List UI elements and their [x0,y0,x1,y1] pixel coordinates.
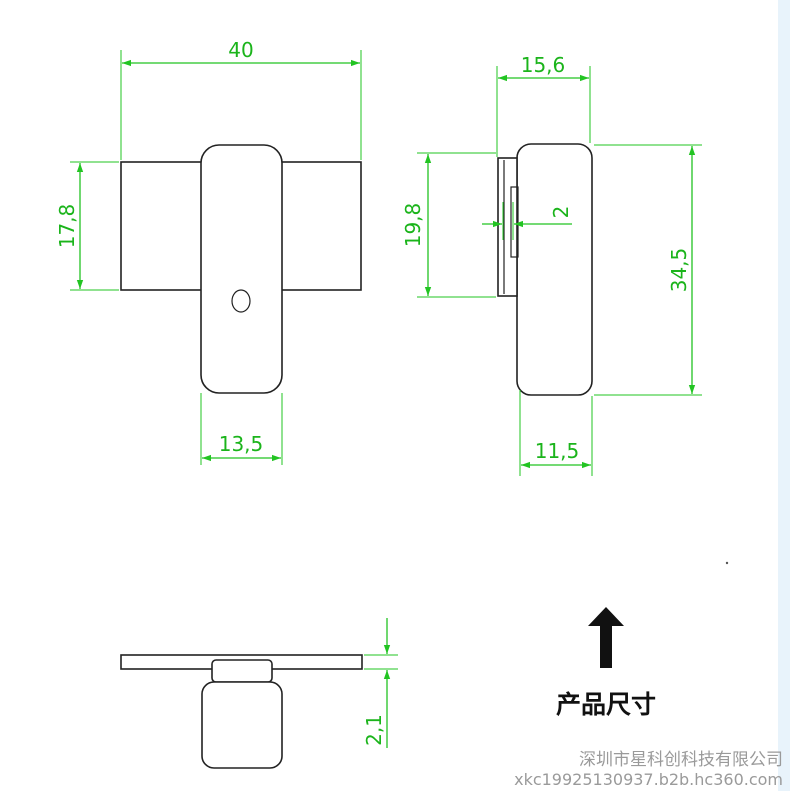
dim-side-total-height: 34,5 [667,248,691,293]
bottom-body [201,681,283,769]
watermark-company: 深圳市星科创科技有限公司 [579,750,783,770]
front-hole [231,289,251,313]
dim-side-flange-height: 19,8 [401,203,425,248]
front-view: 40 17,8 13,5 [55,38,362,465]
dim-stem-width: 13,5 [219,432,264,456]
caption-arrow [588,607,624,668]
dim-top-width: 40 [228,38,253,62]
side-body [516,143,593,396]
side-flange [497,157,518,297]
dim-side-body-width: 11,5 [535,439,580,463]
dim-side-small-gap: 2 [549,206,573,219]
dim-side-top-width: 15,6 [521,53,566,77]
bottom-view: 2,1 [120,618,398,769]
front-stem [200,144,283,394]
stray-dot [725,561,729,565]
bottom-neck [211,659,273,683]
side-view: 15,6 19,8 2 34,5 11,5 [401,53,702,476]
watermark-site: xkc19925130937.b2b.hc360.com [514,770,783,789]
caption-product-size: 产品尺寸 [556,690,656,719]
dim-top-height: 17,8 [55,204,79,249]
right-edge-strip [778,0,790,791]
dim-bottom-height: 2,1 [362,714,386,746]
